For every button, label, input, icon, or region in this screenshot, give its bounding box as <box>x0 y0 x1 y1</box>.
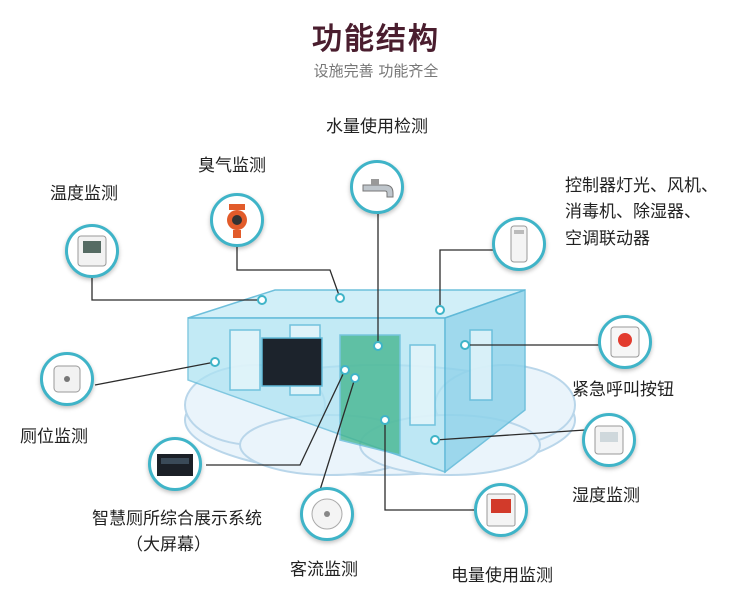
label-controller-linkage: 控制器灯光、风机、 消毒机、除湿器、 空调联动器 <box>565 176 718 249</box>
stall-sensor-icon <box>40 352 94 406</box>
people-counter-icon <box>300 487 354 541</box>
label-power-usage: 电量使用监测 <box>451 566 553 586</box>
odor-sensor-icon <box>210 193 264 247</box>
emergency-button-icon <box>598 315 652 369</box>
connector-lines <box>91 210 600 511</box>
label-stall-monitoring: 厕位监测 <box>20 427 88 447</box>
faucet-icon <box>350 160 404 214</box>
label-display-system: 智慧厕所综合展示系统 （大屏幕） <box>92 509 262 556</box>
label-emergency-button: 紧急呼叫按钮 <box>572 380 674 400</box>
display-screen-icon <box>148 437 202 491</box>
page-subtitle: 设施完善 功能齐全 <box>313 62 439 80</box>
humidity-sensor-icon <box>582 413 636 467</box>
label-temperature-monitoring: 温度监测 <box>50 184 118 204</box>
power-meter-icon <box>474 483 528 537</box>
thermometer-device-icon <box>65 224 119 278</box>
page-title: 功能结构 <box>312 22 440 57</box>
dehumidifier-icon <box>492 217 546 271</box>
connector-nodes <box>210 293 470 445</box>
label-odor-monitoring: 臭气监测 <box>198 156 266 176</box>
label-passenger-flow: 客流监测 <box>290 560 358 580</box>
label-humidity-monitoring: 湿度监测 <box>572 486 640 506</box>
label-water-usage: 水量使用检测 <box>326 117 428 137</box>
